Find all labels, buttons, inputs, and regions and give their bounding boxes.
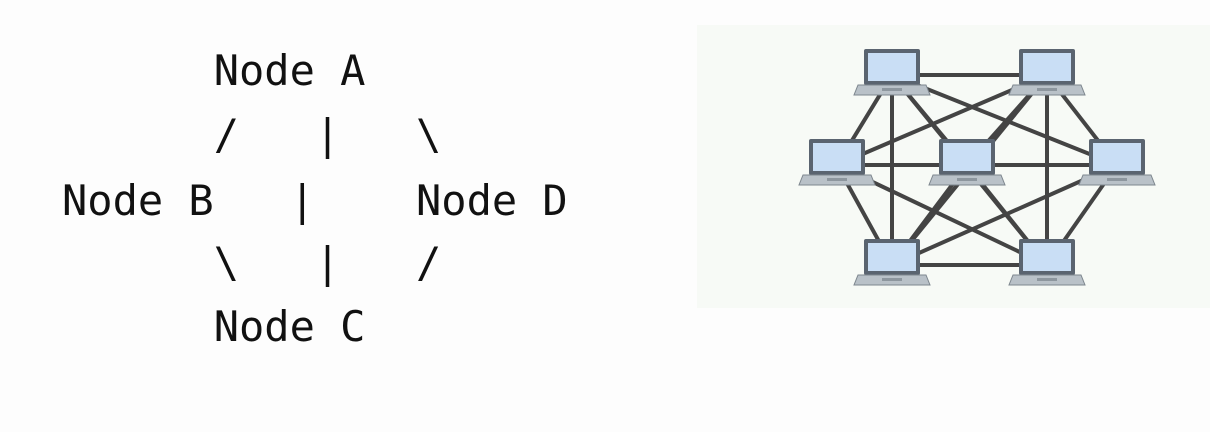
ascii-line-upper-edges: / | \ [62,110,442,159]
mesh-network-svg [798,49,1156,286]
ascii-line-node-a: Node A [62,46,366,95]
ascii-line-lower-edges: \ | / [62,238,442,287]
laptop-icon [1078,139,1156,186]
laptop-icon [798,139,876,186]
ascii-line-node-c: Node C [62,302,366,351]
laptop-icon [853,49,931,96]
laptop-icon [1008,239,1086,286]
laptop-icon [928,139,1006,186]
mesh-network-illustration [697,25,1210,308]
ascii-topology-diagram: Node A / | \ Node B | Node D \ | / Node … [62,42,682,372]
mesh-link [891,163,1118,267]
ascii-line-node-b-d: Node B | Node D [62,176,568,225]
laptop-icon [853,239,931,286]
laptop-icon [1008,49,1086,96]
